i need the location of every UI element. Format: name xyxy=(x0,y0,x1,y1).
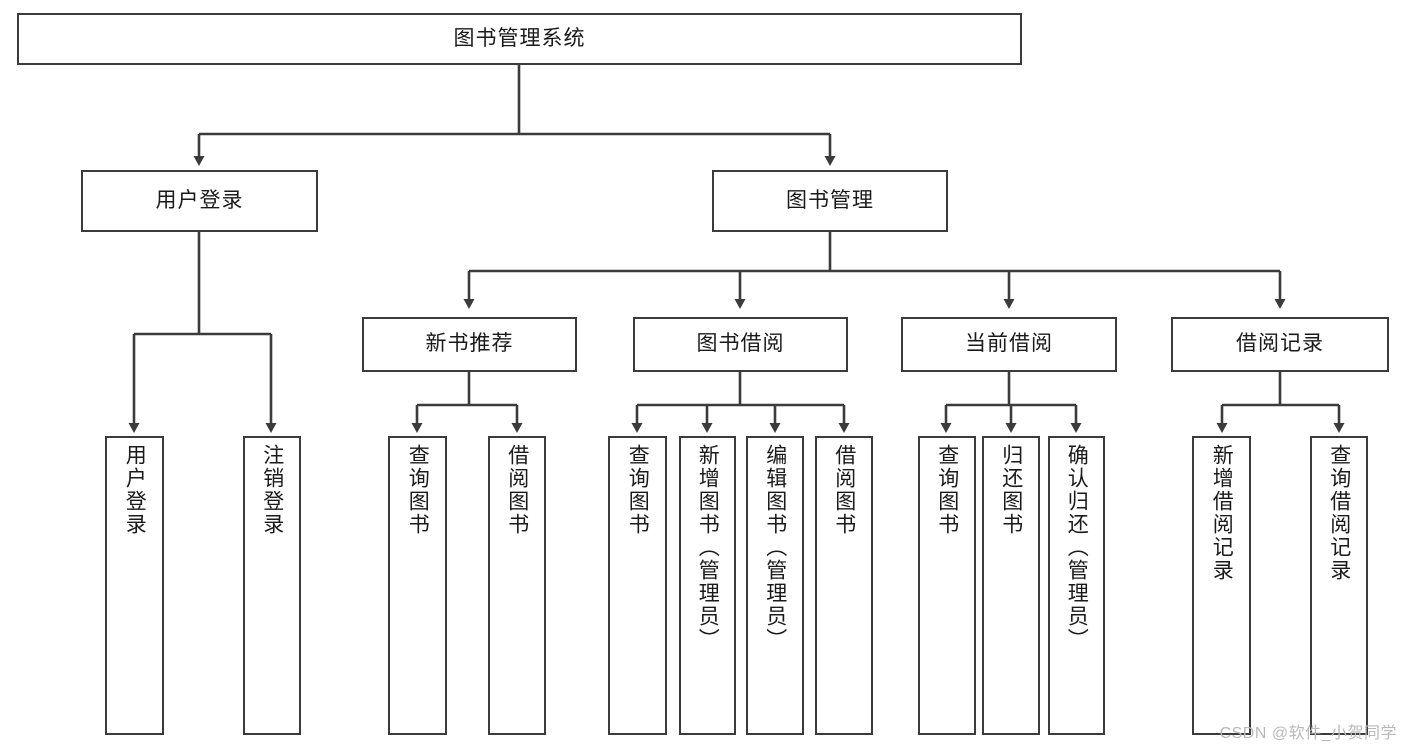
node-label: 借阅记录 xyxy=(1236,332,1324,356)
node-label: 新增图书（管理员） xyxy=(696,444,720,651)
leaf-query-book-borrow[interactable]: 查询图书 xyxy=(608,436,667,735)
node-label: 查询借阅记录 xyxy=(1327,444,1351,582)
leaf-query-book-recommend[interactable]: 查询图书 xyxy=(388,436,447,735)
leaf-user-login[interactable]: 用户登录 xyxy=(105,436,164,735)
node-current-borrow[interactable]: 当前借阅 xyxy=(901,317,1117,372)
leaf-confirm-return-admin[interactable]: 确认归还（管理员） xyxy=(1048,436,1105,735)
node-user-login[interactable]: 用户登录 xyxy=(81,170,318,232)
node-label: 编辑图书（管理员） xyxy=(763,444,787,651)
node-label: 当前借阅 xyxy=(965,332,1053,356)
node-label: 图书管理 xyxy=(786,188,874,212)
node-label: 用户登录 xyxy=(155,188,244,212)
leaf-query-book-current[interactable]: 查询图书 xyxy=(918,436,976,735)
node-label: 查询图书 xyxy=(406,444,430,536)
node-label: 用户登录 xyxy=(123,444,147,536)
node-label: 图书管理系统 xyxy=(453,26,586,50)
node-label: 借阅图书 xyxy=(505,444,529,536)
leaf-edit-book-admin[interactable]: 编辑图书（管理员） xyxy=(746,436,804,735)
node-label: 确认归还（管理员） xyxy=(1065,444,1089,651)
csdn-watermark: CSDN @软件_小贺同学 xyxy=(1219,725,1397,742)
leaf-add-borrow-record[interactable]: 新增借阅记录 xyxy=(1192,436,1251,735)
leaf-borrow-book[interactable]: 借阅图书 xyxy=(815,436,873,735)
node-label: 图书借阅 xyxy=(696,332,785,356)
leaf-return-book[interactable]: 归还图书 xyxy=(982,436,1040,735)
node-borrow-record[interactable]: 借阅记录 xyxy=(1171,317,1389,372)
leaf-logout-login[interactable]: 注销登录 xyxy=(243,436,301,735)
node-label: 新书推荐 xyxy=(425,332,514,356)
leaf-query-borrow-record[interactable]: 查询借阅记录 xyxy=(1310,436,1368,735)
leaf-borrow-book-recommend[interactable]: 借阅图书 xyxy=(488,436,546,735)
node-book-borrow[interactable]: 图书借阅 xyxy=(633,317,848,372)
node-label: 查询图书 xyxy=(935,444,959,536)
node-label: 注销登录 xyxy=(260,444,284,536)
node-book-manage[interactable]: 图书管理 xyxy=(712,170,948,232)
node-label: 查询图书 xyxy=(626,444,650,536)
leaf-add-book-admin[interactable]: 新增图书（管理员） xyxy=(679,436,736,735)
node-label: 归还图书 xyxy=(999,444,1023,536)
node-label: 新增借阅记录 xyxy=(1210,444,1234,582)
node-new-book-recommend[interactable]: 新书推荐 xyxy=(362,317,577,372)
node-label: 借阅图书 xyxy=(832,444,856,536)
node-root-book-management-system[interactable]: 图书管理系统 xyxy=(17,13,1022,65)
